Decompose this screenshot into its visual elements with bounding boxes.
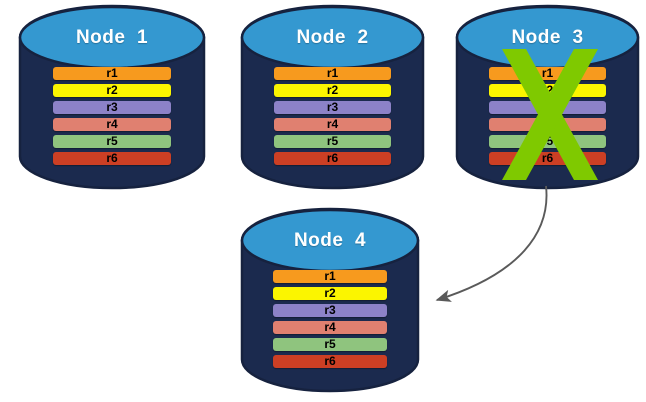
row-r2[interactable]: r2 [273, 287, 387, 300]
row-r1[interactable]: r1 [274, 67, 391, 80]
row-list: r1 r2 r3 r4 r5 r6 [455, 67, 640, 169]
row-r4[interactable]: r4 [274, 118, 391, 131]
row-label: r4 [541, 117, 554, 131]
row-r6[interactable]: r6 [53, 152, 171, 165]
row-r3[interactable]: r3 [273, 304, 387, 317]
row-label: r1 [106, 66, 118, 80]
row-label: r6 [324, 354, 336, 368]
row-r3[interactable]: r3 [489, 101, 606, 114]
cylinder-top [240, 208, 420, 273]
cylinder-top [455, 5, 640, 70]
row-r1[interactable]: r1 [273, 270, 387, 283]
row-list: r1 r2 r3 r4 r5 r6 [240, 67, 425, 169]
row-label: r5 [541, 134, 554, 148]
row-r4[interactable]: r4 [53, 118, 171, 131]
row-label: r2 [541, 83, 554, 97]
row-r1[interactable]: r1 [489, 67, 606, 80]
row-label: r5 [326, 134, 339, 148]
row-label: r1 [541, 66, 554, 80]
row-label: r6 [541, 151, 554, 165]
row-label: r2 [106, 83, 118, 97]
row-label: r3 [324, 303, 336, 317]
row-label: r3 [326, 100, 339, 114]
cylinder-top [240, 5, 425, 70]
row-r4[interactable]: r4 [273, 321, 387, 334]
row-label: r3 [541, 100, 554, 114]
row-label: r5 [106, 134, 118, 148]
row-label: r4 [326, 117, 339, 131]
row-r3[interactable]: r3 [53, 101, 171, 114]
row-list: r1 r2 r3 r4 r5 r6 [240, 270, 420, 372]
row-label: r1 [326, 66, 339, 80]
row-r6[interactable]: r6 [274, 152, 391, 165]
row-r3[interactable]: r3 [274, 101, 391, 114]
row-r2[interactable]: r2 [53, 84, 171, 97]
row-r1[interactable]: r1 [53, 67, 171, 80]
row-r2[interactable]: r2 [274, 84, 391, 97]
row-label: r6 [106, 151, 118, 165]
row-r4[interactable]: r4 [489, 118, 606, 131]
row-label: r4 [106, 117, 118, 131]
row-r6[interactable]: r6 [489, 152, 606, 165]
row-label: r2 [324, 286, 336, 300]
cylinder-top [18, 5, 206, 70]
row-label: r1 [324, 269, 336, 283]
row-r5[interactable]: r5 [273, 338, 387, 351]
row-r6[interactable]: r6 [273, 355, 387, 368]
row-r5[interactable]: r5 [53, 135, 171, 148]
row-label: r6 [326, 151, 339, 165]
row-r5[interactable]: r5 [274, 135, 391, 148]
row-r2[interactable]: r2 [489, 84, 606, 97]
row-list: r1 r2 r3 r4 r5 r6 [18, 67, 206, 169]
row-label: r5 [324, 337, 336, 351]
row-r5[interactable]: r5 [489, 135, 606, 148]
row-label: r3 [106, 100, 118, 114]
row-label: r4 [324, 320, 336, 334]
row-label: r2 [326, 83, 339, 97]
